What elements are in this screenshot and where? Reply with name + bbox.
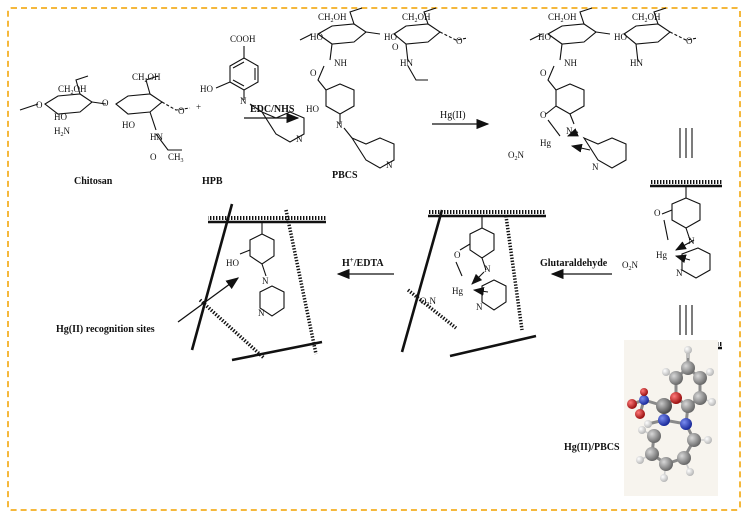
chitosan-o-carbonyl: O	[150, 152, 157, 162]
chitosan-structure	[19, 75, 191, 151]
complex-hg: Hg	[540, 138, 551, 148]
hpb-cooh: COOH	[230, 34, 256, 44]
label-hg-ii: Hg(II)	[440, 110, 466, 121]
pbcs-ch2oh-1: CH2OH	[318, 12, 347, 24]
fragment-hg: Hg	[656, 250, 667, 260]
label-edc-nhs: EDC/NHS	[250, 104, 295, 115]
pbcs-o-bridge: O	[392, 42, 399, 52]
pbcs-n-pyridine: N	[386, 160, 393, 170]
chitosan-o-right: O	[178, 106, 185, 116]
complex-o-amide: O	[540, 68, 547, 78]
imprinted-recognition-sites	[190, 203, 326, 362]
crosslinked-n-imine: N	[484, 264, 491, 274]
chitosan-ch3: CH3	[168, 152, 184, 164]
label-hpb: HPB	[202, 176, 223, 187]
fragment-n-imine: N	[688, 236, 695, 246]
chitosan-h2n: H2N	[54, 126, 71, 138]
hpb-structure	[215, 46, 305, 143]
complex-o-phenolate: O	[540, 110, 547, 120]
crosslinked-hg-complex	[400, 209, 546, 358]
crosslinked-hg: Hg	[452, 286, 463, 296]
pbcs-structure	[299, 7, 469, 169]
label-glutaraldehyde: Glutaraldehyde	[540, 258, 608, 269]
pbcs-hn: HN	[400, 58, 413, 68]
label-h-edta: H+/EDTA	[342, 256, 384, 269]
chitosan-o-bridge: O	[102, 98, 109, 108]
label-pbcs: PBCS	[332, 170, 358, 181]
chitosan-ho: HO	[54, 112, 67, 122]
chitosan-ch2oh-1: CH2OH	[58, 84, 87, 96]
label-chitosan: Chitosan	[74, 176, 113, 187]
fragment-n-pyridine: N	[676, 268, 683, 278]
pbcs-ch2oh-2: CH2OH	[402, 12, 431, 24]
label-hg-pbcs: Hg(II)/PBCS	[564, 442, 620, 453]
imprinted-n-pyridine: N	[258, 308, 265, 318]
complex-ho-2: HO	[614, 32, 627, 42]
chitosan-hn: HN	[150, 132, 163, 142]
hpb-ho: HO	[200, 84, 213, 94]
pbcs-o-end: O	[456, 36, 463, 46]
crosslinked-o2n: O2N	[420, 296, 437, 308]
chitosan-plus: +	[196, 102, 201, 112]
pbcs-ho-1: HO	[310, 32, 323, 42]
complex-o2n: O2N	[508, 150, 525, 162]
complex-o-end: O	[686, 36, 693, 46]
imprinted-ho: HO	[226, 258, 239, 268]
pbcs-o-amide: O	[310, 68, 317, 78]
chitosan-ho-2: HO	[122, 120, 135, 130]
complex-ch2oh-2: CH2OH	[632, 12, 661, 24]
hg-pbcs-complex-structure	[529, 7, 699, 169]
complex-ch2oh-1: CH2OH	[548, 12, 577, 24]
imprinted-n-imine: N	[262, 276, 269, 286]
crosslinked-n-pyridine: N	[476, 302, 483, 312]
triple-bond-equivalence-lower	[679, 305, 693, 335]
complex-n-imine: N	[566, 126, 573, 136]
chitosan-ch2oh-2: CH2OH	[132, 72, 161, 84]
label-recognition-sites: Hg(II) recognition sites	[56, 324, 155, 335]
fragment-o2n: O2N	[622, 260, 639, 272]
chitosan-o-left: O	[36, 100, 43, 110]
right-column-fragment	[650, 180, 722, 279]
complex-ho-1: HO	[538, 32, 551, 42]
complex-nh: NH	[564, 58, 577, 68]
pbcs-nh: NH	[334, 58, 347, 68]
pbcs-ho-2: HO	[384, 32, 397, 42]
arrow-recognition-sites	[177, 277, 240, 323]
hpb-n-imine: N	[240, 96, 247, 106]
complex-hn: HN	[630, 58, 643, 68]
pbcs-n-imine: N	[336, 120, 343, 130]
crosslinked-o: O	[454, 250, 461, 260]
fragment-o: O	[654, 208, 661, 218]
triple-bond-equivalence	[679, 128, 693, 158]
hpb-n-pyridine: N	[296, 134, 303, 144]
ball-and-stick-model	[624, 340, 718, 496]
complex-n-pyridine: N	[592, 162, 599, 172]
pbcs-ho-phenol: HO	[306, 104, 319, 114]
